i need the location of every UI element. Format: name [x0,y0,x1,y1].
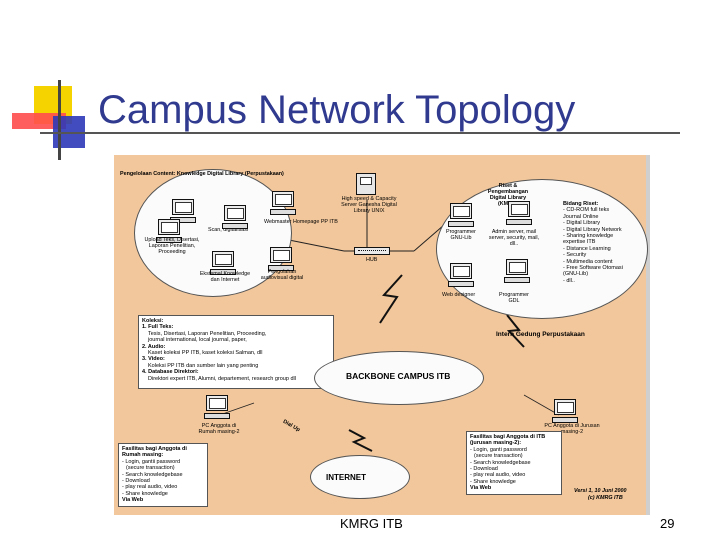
bidang-item: - Sharing knowledge expertise ITB [563,233,614,246]
footer-text: KMRG ITB [340,516,403,531]
koleksi-item: Direktori expert ITB, Alumni, departemen… [148,375,296,382]
koleksi-item: Tesis, Disertasi, Laporan Penelitian, Pr… [148,330,267,337]
bidang-item: - Digital Library [563,220,600,227]
home-facilities-title: Fasilitas bagi Anggota di Rumah masing: [122,446,187,459]
pc-upload-label: Upload Teks, Disertasi, Laporan Peneliti… [144,237,200,255]
dept-facility-item: - play real audio, video [470,472,526,479]
dept-facility-item: - Download [470,466,498,473]
home-facility-item: - play real audio, video [122,484,178,491]
bidang-item: - dll.. [563,277,575,284]
pc-gdl-icon [504,259,530,285]
koleksi-box: Koleksi: 1. Full Teks: Tesis, Disertasi,… [138,315,334,389]
pc-audiovisual-label: Pengolahan audiovisual digital [260,269,304,281]
home-facility-item: - Download [122,478,150,485]
version-label: Versi 1, 10 Juni 2000 [574,488,627,494]
hub-label: HUB [366,257,378,263]
koleksi-item: Koleksi PP ITB dan sumber lain yang pent… [148,362,259,369]
title-underline [40,132,680,134]
bidang-item: - Digital Library Network [563,226,622,233]
koleksi-item: Kaset koleksi PP ITB, kaset koleksi Salm… [148,350,263,357]
page-number: 29 [660,516,675,531]
pc-admin-label: Admin server, mail server, security, mai… [488,229,540,247]
home-facilities-box: Fasilitas bagi Anggota di Rumah masing: … [118,443,208,507]
home-pc-icon [204,395,230,421]
decorative-red-bar [12,113,66,129]
decorative-vertical-line [58,80,61,160]
pc-gdl-label: Programmer GDL [499,292,529,304]
pc-eksternal-label: Ekstemal Knowledge dan Internet [199,271,251,283]
dept-facility-item: - Share knowledge [470,478,516,485]
pc-audiovisual-icon [268,247,294,273]
pc-gnulib-icon [448,203,474,229]
pc-scan2-icon [222,205,248,231]
home-facility-item: - Share knowledge [122,490,168,497]
dept-facilities-title: Fasilitas bagi Anggota di ITB (jurusan m… [470,434,546,447]
library-bubble-title: Pengelolaan Content: Knowledge Digital L… [120,171,284,177]
pc-upload-icon [156,219,182,245]
dept-pc-icon [552,399,578,425]
dept-facility-item: (secure transaction) [474,453,523,460]
bidang-riset-title: Bidang Riset: [563,201,599,207]
dept-facility-item: Via Web [470,485,492,492]
koleksi-item: 4. Database Direktori: [142,369,199,376]
home-pc-label: PC Anggota di Rumah masing-2 [198,423,240,435]
home-facility-item: - Search knowledgebase [122,471,183,478]
network-topology-figure: Pengelolaan Content: Knowledge Digital L… [114,155,650,515]
pc-admin-icon [506,201,532,227]
internet-cloud [310,455,410,499]
bidang-item: - Multimedia content [563,258,613,265]
home-facility-item: - Login, gantii password [122,458,181,465]
backbone-cloud [314,351,484,405]
pc-webmaster-icon [270,191,296,217]
internet-label: INTERNET [326,473,366,482]
pc-eksternal-icon [210,251,236,277]
pc-webdesigner-label: Web designer [442,292,476,298]
bidang-item: - Distance Learning [563,245,611,252]
home-facility-item: Via Web [122,497,144,504]
bidang-item: - Security [563,252,587,259]
research-bubble [436,179,648,319]
pc-scan-icon [170,199,196,225]
intern-label: Intern Gedung Perpustakaan [496,331,585,338]
bidang-riset-box: Bidang Riset: - CD-ROM full teks Journal… [560,199,630,295]
pc-webdesigner-icon [448,263,474,289]
pc-webmaster-label: Webmaster Homepage PP ITB [264,219,338,225]
dept-pc-label: PC Anggota di Jurusan masing-2 [544,423,600,435]
dept-facility-item: - Login, ganti password [470,446,527,453]
bidang-item: - CD-ROM full teks Journal Online [563,207,610,220]
koleksi-item: 2. Audio: [142,343,166,350]
server-icon [356,173,376,195]
koleksi-item: 1. Full Teks: [142,324,174,331]
backbone-label: BACKBONE CAMPUS ITB [346,371,451,381]
bidang-item: - Free Software Otomasi (GNU-Lib) [563,265,623,278]
dept-facilities-box: Fasilitas bagi Anggota di ITB (jurusan m… [466,431,562,495]
copyright-label: (c) KMRG ITB [588,495,623,501]
koleksi-item: 3. Video: [142,356,165,363]
home-facility-item: (secure transaction) [126,465,175,472]
dept-facility-item: - Search knowledgebase [470,459,531,466]
server-label: High speed & Capacity Server Ganesha Dig… [341,196,397,214]
pc-gnulib-label: Programmer GNU-Lib [446,229,476,241]
hub-icon [354,247,390,255]
slide-title: Campus Network Topology [98,88,576,132]
pc-scan-label: Scan, digitalisasi [208,227,249,233]
koleksi-item: journal international, local journal, pa… [148,337,247,344]
koleksi-title: Koleksi: [142,318,164,324]
